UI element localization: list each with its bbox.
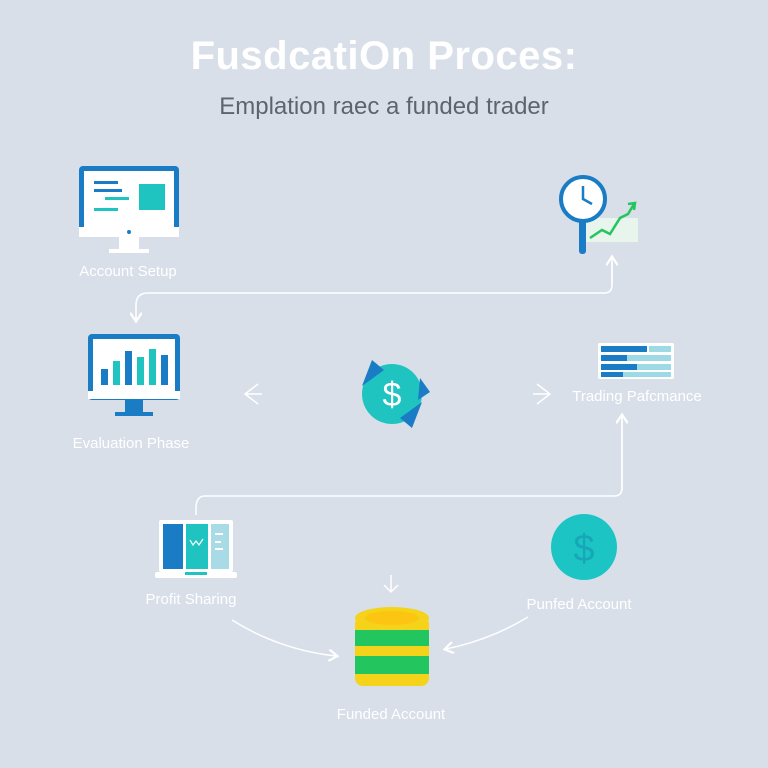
connector-trading-to-profit xyxy=(195,418,623,515)
table-icon xyxy=(598,343,674,379)
connector-analysis-to-evaluation xyxy=(136,262,613,320)
coin-stack-icon xyxy=(355,607,429,686)
page-title: FusdcatiOn Proces: xyxy=(190,34,578,78)
cycle-dollar-icon: $ xyxy=(362,360,430,428)
monitor-icon xyxy=(79,166,179,253)
page-subtitle: Emplation raec a funded trader xyxy=(219,93,549,120)
step-label-trading-performance: Trading Pafcmance xyxy=(572,388,702,405)
step-label-profit-sharing: Profit Sharing xyxy=(145,591,237,608)
laptop-chart-icon xyxy=(155,520,237,578)
connector-profit-to-funded xyxy=(231,619,336,656)
bar-chart-monitor-icon xyxy=(88,334,180,416)
step-label-evaluation-phase: Evaluation Phase xyxy=(72,435,190,452)
svg-text:$: $ xyxy=(573,528,594,570)
step-label-account-setup: Account Setup xyxy=(79,263,177,280)
step-label-funded-account: Funded Account xyxy=(336,706,446,723)
chevron-left xyxy=(243,383,262,405)
clock-magnifier-chart-icon xyxy=(559,175,638,254)
chevron-right xyxy=(533,383,552,405)
dollar-coin-icon: $ xyxy=(551,514,617,580)
arrow-down xyxy=(383,575,399,594)
svg-text:$: $ xyxy=(383,376,402,414)
step-label-punfed-account: Punfed Account xyxy=(526,596,632,613)
connector-punfed-to-funded xyxy=(446,616,529,649)
